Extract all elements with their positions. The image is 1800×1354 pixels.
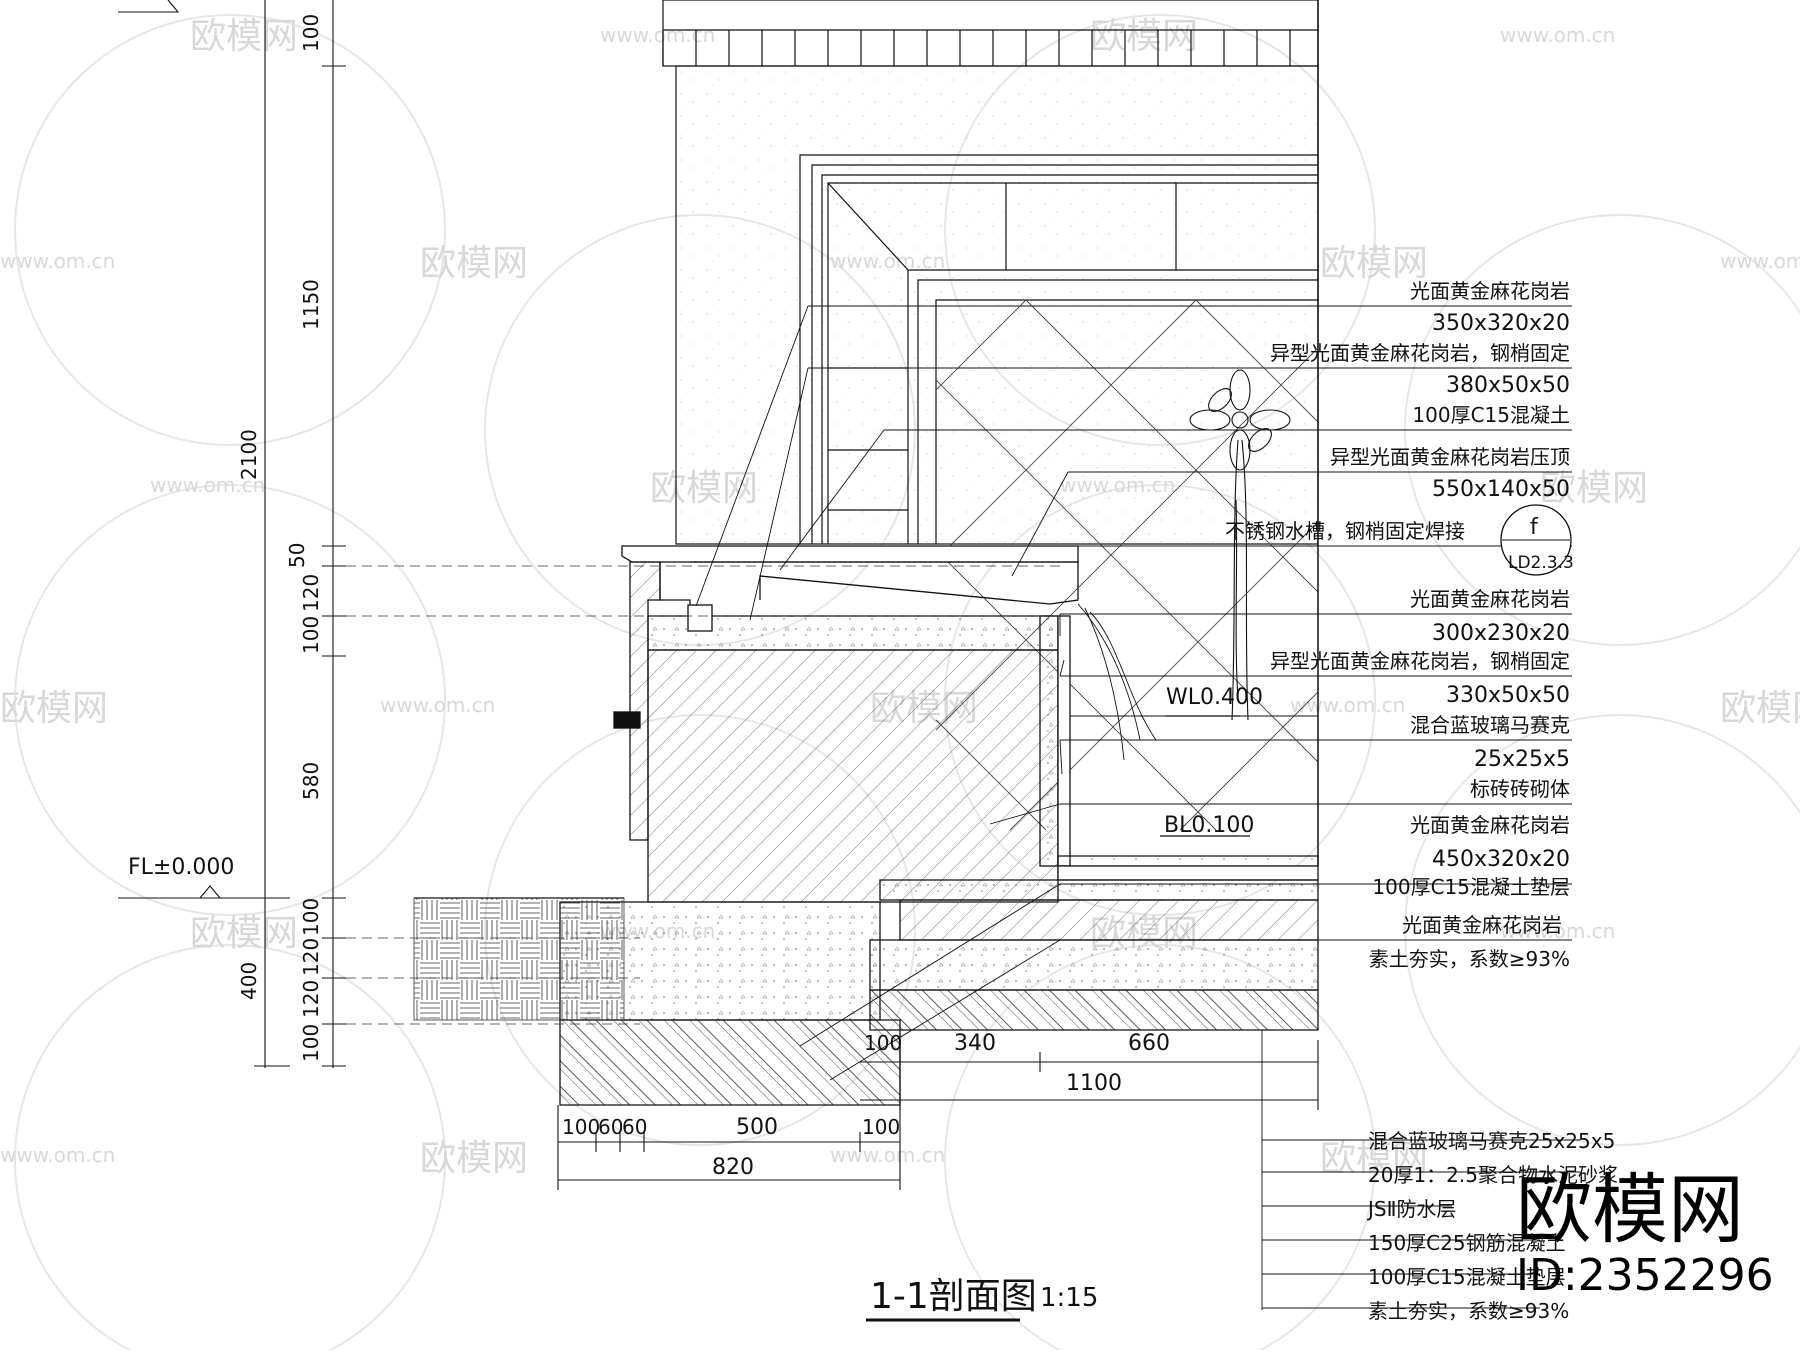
bottom-label-mortar: 20厚1：2.5聚合物水泥砂浆	[1368, 1163, 1618, 1187]
bottom-leader-lines	[1261, 1030, 1580, 1310]
label-granite-1-size: 350x320x20	[1432, 311, 1570, 336]
dim-left-6: 580	[299, 762, 323, 800]
label-shaped-granite-2-size: 330x50x50	[1446, 683, 1570, 708]
dim-bottom-total: 820	[712, 1155, 754, 1180]
label-shaped-granite-1-size: 380x50x50	[1446, 373, 1570, 398]
drawing-title: 1-1剖面图	[870, 1276, 1037, 1317]
left-extension-lines	[346, 565, 1060, 1025]
dim-left-9: 120	[299, 980, 323, 1018]
dim-lower-right-2: 340	[954, 1031, 996, 1056]
detail-callout-sheet: LD2.3.3	[1508, 553, 1574, 573]
label-granite-4: 光面黄金麻花岗岩	[1402, 913, 1562, 937]
bottom-label-mosaic: 混合蓝玻璃马赛克25x25x5	[1368, 1129, 1615, 1153]
dim-bottom-3: 60	[622, 1115, 647, 1139]
label-concrete-1: 100厚C15混凝土	[1412, 403, 1570, 427]
label-mosaic: 混合蓝玻璃马赛克	[1410, 713, 1570, 737]
dim-lower-right-3: 660	[1128, 1031, 1170, 1056]
left-dimension-lines	[254, 0, 346, 1068]
label-steel-trough: 不锈钢水槽，钢梢固定焊接	[1225, 519, 1465, 543]
dim-left-outer-2: 400	[237, 962, 261, 1000]
bottom-label-rc-concrete: 150厚C25钢筋混凝土	[1368, 1231, 1566, 1255]
flower-spout-ornament	[1189, 369, 1291, 721]
watermark-brand-2: 欧模网	[1090, 16, 1198, 57]
watermark-url-11: www.om.cn	[1500, 919, 1615, 943]
label-coping: 异型光面黄金麻花岗岩压顶	[1330, 445, 1570, 469]
corner-watermark-brand: 欧模网	[1516, 1165, 1744, 1254]
bottom-label-waterproof: JSⅡ防水层	[1366, 1197, 1456, 1221]
dim-left-3: 50	[285, 543, 309, 568]
dim-lower-right-total: 1100	[1066, 1071, 1122, 1096]
watermark-url-8: www.om.cn	[380, 693, 495, 717]
watermark-url-9: www.om.cn	[1290, 693, 1405, 717]
detail-callout[interactable]: f LD2.3.3	[1500, 504, 1574, 576]
back-wall-elevation	[662, 0, 1319, 866]
label-granite-3: 光面黄金麻花岗岩	[1410, 813, 1570, 837]
dim-lower-right-1: 100	[864, 1031, 902, 1055]
label-granite-2: 光面黄金麻花岗岩	[1410, 587, 1570, 611]
label-granite-1: 光面黄金麻花岗岩	[1410, 279, 1570, 303]
watermark-url-5: www.om.cn	[1720, 249, 1800, 273]
watermark-url-1: www.om.cn	[600, 23, 715, 47]
watermark-brand-7: 欧模网	[0, 688, 108, 729]
watermark-url-3: www.om.cn	[0, 249, 115, 273]
corner-watermark: 欧模网 ID:2352296	[1516, 1165, 1774, 1301]
bottom-label-compacted-soil: 素土夯实，系数≥93%	[1368, 1299, 1569, 1323]
label-shaped-granite-1: 异型光面黄金麻花岗岩，钢梢固定	[1270, 341, 1570, 365]
dim-left-10: 100	[299, 1024, 323, 1062]
watermark-url-13: www.om.cn	[830, 1143, 945, 1167]
floor-level-label: FL±0.000	[128, 855, 234, 880]
watermark-brand-6: 欧模网	[1540, 468, 1648, 509]
label-mosaic-size: 25x25x5	[1474, 747, 1570, 772]
dim-bottom-5: 100	[862, 1115, 900, 1139]
bottom-label-concrete-cushion: 100厚C15混凝土垫层	[1368, 1265, 1566, 1289]
water-level-label: WL0.400	[1166, 685, 1263, 710]
watermark-brand-12: 欧模网	[420, 1138, 528, 1179]
dim-left-1: 100	[299, 14, 323, 52]
right-leader-lines	[695, 305, 1572, 1081]
watermark-url-6: www.om.cn	[150, 473, 265, 497]
drawing-scale: 1:15	[1040, 1283, 1098, 1313]
watermark-brand-4: 欧模网	[1320, 243, 1428, 284]
label-granite-3-size: 450x320x20	[1432, 847, 1570, 872]
bottom-label-texts: 混合蓝玻璃马赛克25x25x5 20厚1：2.5聚合物水泥砂浆 JSⅡ防水层 1…	[1366, 1129, 1618, 1323]
label-coping-size: 550x140x50	[1432, 477, 1570, 502]
dim-bottom-2: 60	[598, 1115, 623, 1139]
bottom-level-label: BL0.100	[1164, 813, 1254, 838]
dim-left-7: 100	[299, 898, 323, 936]
watermark-url-12: www.om.cn	[0, 1143, 115, 1167]
dim-left-2: 1150	[299, 279, 323, 330]
label-shaped-granite-2: 异型光面黄金麻花岗岩，钢梢固定	[1270, 649, 1570, 673]
bottom-dimension-lines	[557, 1040, 1319, 1190]
coping-tile-joints	[662, 30, 1291, 66]
dim-left-4: 120	[299, 574, 323, 612]
detail-callout-letter: f	[1530, 515, 1539, 540]
pool-section	[413, 545, 1319, 1106]
label-granite-2-size: 300x230x20	[1432, 621, 1570, 646]
watermark-brand-10: 欧模网	[190, 913, 298, 954]
watermark-brand-9: 欧模网	[1720, 688, 1800, 729]
dim-left-8: 120	[299, 938, 323, 976]
label-concrete-cushion: 100厚C15混凝土垫层	[1372, 875, 1570, 899]
dim-bottom-4: 500	[736, 1115, 778, 1140]
watermark-brand-3: 欧模网	[420, 243, 528, 284]
dim-bottom-1: 100	[562, 1115, 600, 1139]
watermark-url-2: www.om.cn	[1500, 23, 1615, 47]
watermark-brand-1: 欧模网	[190, 16, 298, 57]
dim-left-5: 100	[299, 616, 323, 654]
label-compacted-soil: 素土夯实，系数≥93%	[1369, 947, 1570, 971]
label-brick: 标砖砖砌体	[1470, 777, 1570, 801]
corner-watermark-id: ID:2352296	[1516, 1250, 1774, 1301]
right-label-texts: 光面黄金麻花岗岩 350x320x20 异型光面黄金麻花岗岩，钢梢固定 380x…	[1225, 279, 1570, 971]
dim-left-outer-1: 2100	[237, 429, 261, 480]
level-markers	[118, 0, 1245, 899]
